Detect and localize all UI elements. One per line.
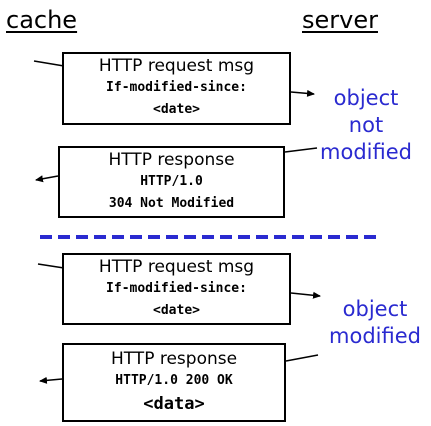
request-header-line: If-modified-since: <box>106 80 247 95</box>
outcome-not-modified: object not modified <box>316 85 416 166</box>
response1-to-cache-arrow <box>35 175 59 183</box>
request-date-line: <date> <box>153 102 200 117</box>
response-title: HTTP response <box>110 349 238 369</box>
request2-to-server-arrow <box>290 291 321 299</box>
request-box-modified: HTTP request msg If-modified-since: <dat… <box>62 253 291 325</box>
response-data-line: <data> <box>143 394 205 414</box>
response-status-line: HTTP/1.0 200 OK <box>115 373 233 388</box>
request-title: HTTP request msg <box>98 56 255 76</box>
outcome-line: not <box>348 113 384 137</box>
outcome-modified: object modified <box>320 296 430 350</box>
request1-incoming-line <box>33 60 65 67</box>
response-title: HTTP response <box>108 149 235 170</box>
request-date-line: <date> <box>153 302 200 318</box>
response-status-line: 304 Not Modified <box>108 195 235 211</box>
outcome-line: object <box>333 86 399 110</box>
request-header-line: If-modified-since: <box>106 280 247 296</box>
outcome-line: modified <box>320 140 412 164</box>
cache-lane-header: cache <box>6 6 78 34</box>
request-title: HTTP request msg <box>98 256 255 277</box>
response-box-modified: HTTP response HTTP/1.0 200 OK <data> <box>62 343 286 422</box>
outcome-line: modified <box>329 324 421 348</box>
request2-incoming-line <box>37 263 65 269</box>
response2-to-cache-arrow <box>39 376 63 384</box>
response-box-not-modified: HTTP response HTTP/1.0 304 Not Modified <box>58 146 285 218</box>
response1-from-server-line <box>284 147 318 153</box>
response2-from-server-line <box>285 354 319 362</box>
request-box-not-modified: HTTP request msg If-modified-since: <dat… <box>62 52 291 125</box>
server-lane-header: server <box>302 6 378 34</box>
request1-to-server-arrow <box>290 89 315 97</box>
outcome-line: object <box>342 297 408 321</box>
response-version-line: HTTP/1.0 <box>140 173 203 189</box>
